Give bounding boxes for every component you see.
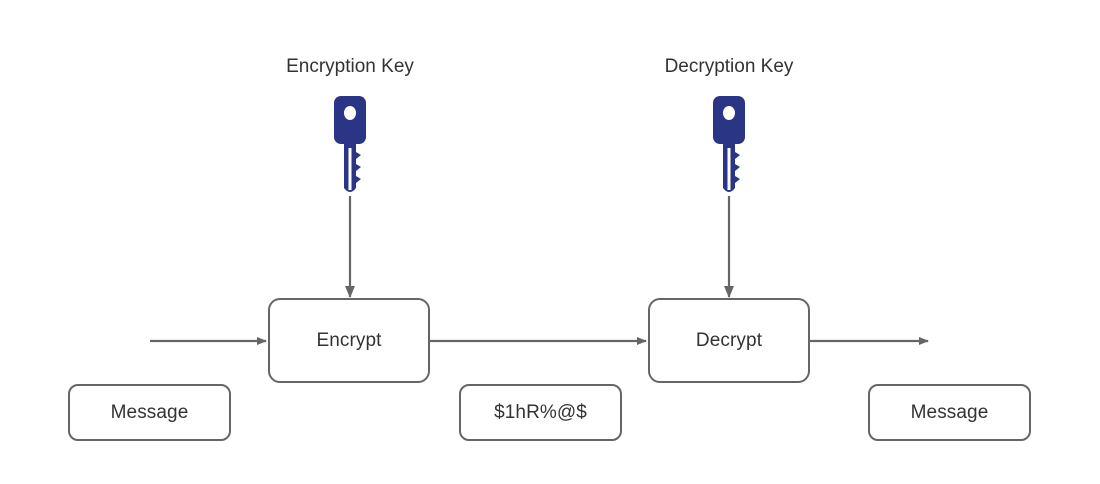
ciphertext-box[interactable]: $1hR%@$: [459, 384, 622, 441]
encryption-key-label: Encryption Key: [286, 56, 414, 77]
output-message-box[interactable]: Message: [868, 384, 1031, 441]
input-message-label: Message: [110, 401, 189, 423]
encrypt-process-label: Encrypt: [316, 329, 382, 351]
decrypt-process-box[interactable]: Decrypt: [648, 298, 810, 383]
encrypt-process-box[interactable]: Encrypt: [268, 298, 430, 383]
encryption-key-icon: [325, 96, 375, 198]
ciphertext-label: $1hR%@$: [494, 401, 587, 423]
input-message-box[interactable]: Message: [68, 384, 231, 441]
decryption-key-icon: [704, 96, 754, 198]
decrypt-process-label: Decrypt: [695, 329, 763, 351]
output-message-label: Message: [910, 401, 989, 423]
decryption-key-label: Decryption Key: [664, 56, 794, 77]
